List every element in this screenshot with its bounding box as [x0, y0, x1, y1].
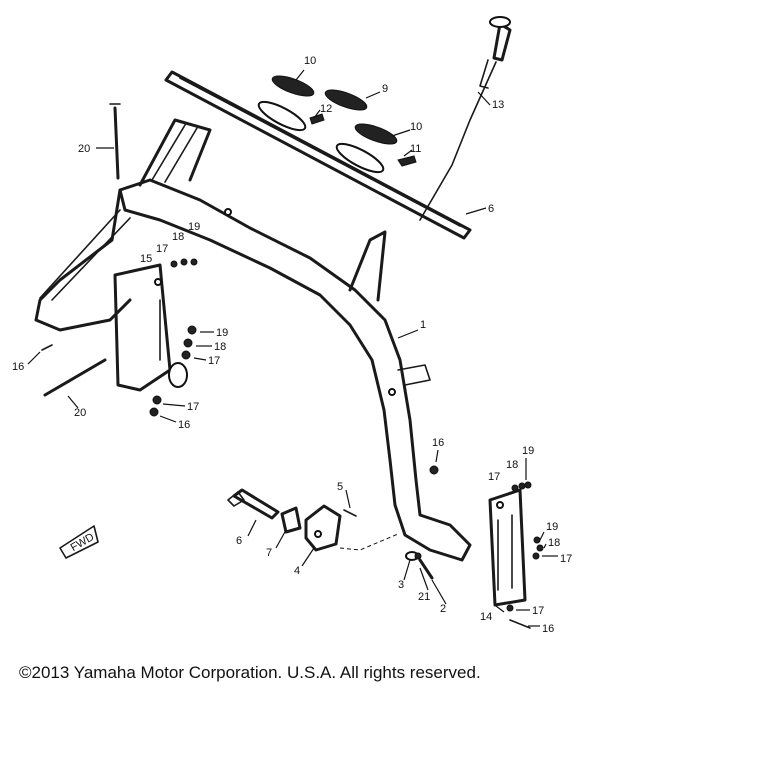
callout-19: 19 — [546, 521, 558, 533]
callout-21: 21 — [418, 591, 430, 603]
callout-16: 16 — [542, 623, 554, 635]
handlebar-pad — [164, 70, 472, 240]
callout-7: 7 — [266, 547, 272, 559]
callout-13: 13 — [492, 99, 504, 111]
callout-12: 12 — [320, 103, 332, 115]
fasteners — [41, 258, 544, 629]
callout-17: 17 — [488, 471, 500, 483]
callout-19: 19 — [522, 445, 534, 457]
rods — [43, 103, 121, 397]
callout-6: 6 — [488, 203, 494, 215]
callout-18: 18 — [214, 341, 226, 353]
left-arm-plate — [113, 263, 188, 392]
callout-14: 14 — [480, 611, 492, 623]
parts-diagram: FWD 10 9 12 — [12, 16, 572, 635]
fwd-marker: FWD — [59, 525, 99, 559]
callout-18: 18 — [548, 537, 560, 549]
lower-parts — [227, 488, 434, 580]
callout-17: 17 — [187, 401, 199, 413]
callout-17: 17 — [156, 243, 168, 255]
callout-18: 18 — [172, 231, 184, 243]
steering-frame — [34, 118, 472, 562]
callout-17: 17 — [208, 355, 220, 367]
callout-10: 10 — [410, 121, 422, 133]
pad-parts — [271, 75, 417, 167]
callout-3: 3 — [398, 579, 404, 591]
callout-10: 10 — [304, 55, 316, 67]
callout-17: 17 — [560, 553, 572, 565]
callout-labels: 10 9 12 10 11 13 6 20 17 18 19 15 1 19 1… — [12, 55, 572, 635]
callout-2: 2 — [440, 603, 446, 615]
callout-6: 6 — [236, 535, 242, 547]
callout-16: 16 — [12, 361, 24, 373]
callout-1: 1 — [420, 319, 426, 331]
callout-17: 17 — [532, 605, 544, 617]
leader-lines — [27, 69, 558, 627]
callout-20: 20 — [74, 407, 86, 419]
callout-16: 16 — [432, 437, 444, 449]
callout-18: 18 — [506, 459, 518, 471]
callout-20: 20 — [78, 143, 90, 155]
choke-cable — [419, 16, 512, 221]
callout-4: 4 — [294, 565, 300, 577]
callout-5: 5 — [337, 481, 343, 493]
callout-19: 19 — [188, 221, 200, 233]
right-arm-plate — [488, 488, 527, 607]
callout-11: 11 — [410, 143, 421, 155]
callout-16: 16 — [178, 419, 190, 431]
callout-19: 19 — [216, 327, 228, 339]
callout-9: 9 — [382, 83, 388, 95]
copyright-notice: ©2013 Yamaha Motor Corporation. U.S.A. A… — [19, 663, 481, 682]
callout-15: 15 — [140, 253, 152, 265]
